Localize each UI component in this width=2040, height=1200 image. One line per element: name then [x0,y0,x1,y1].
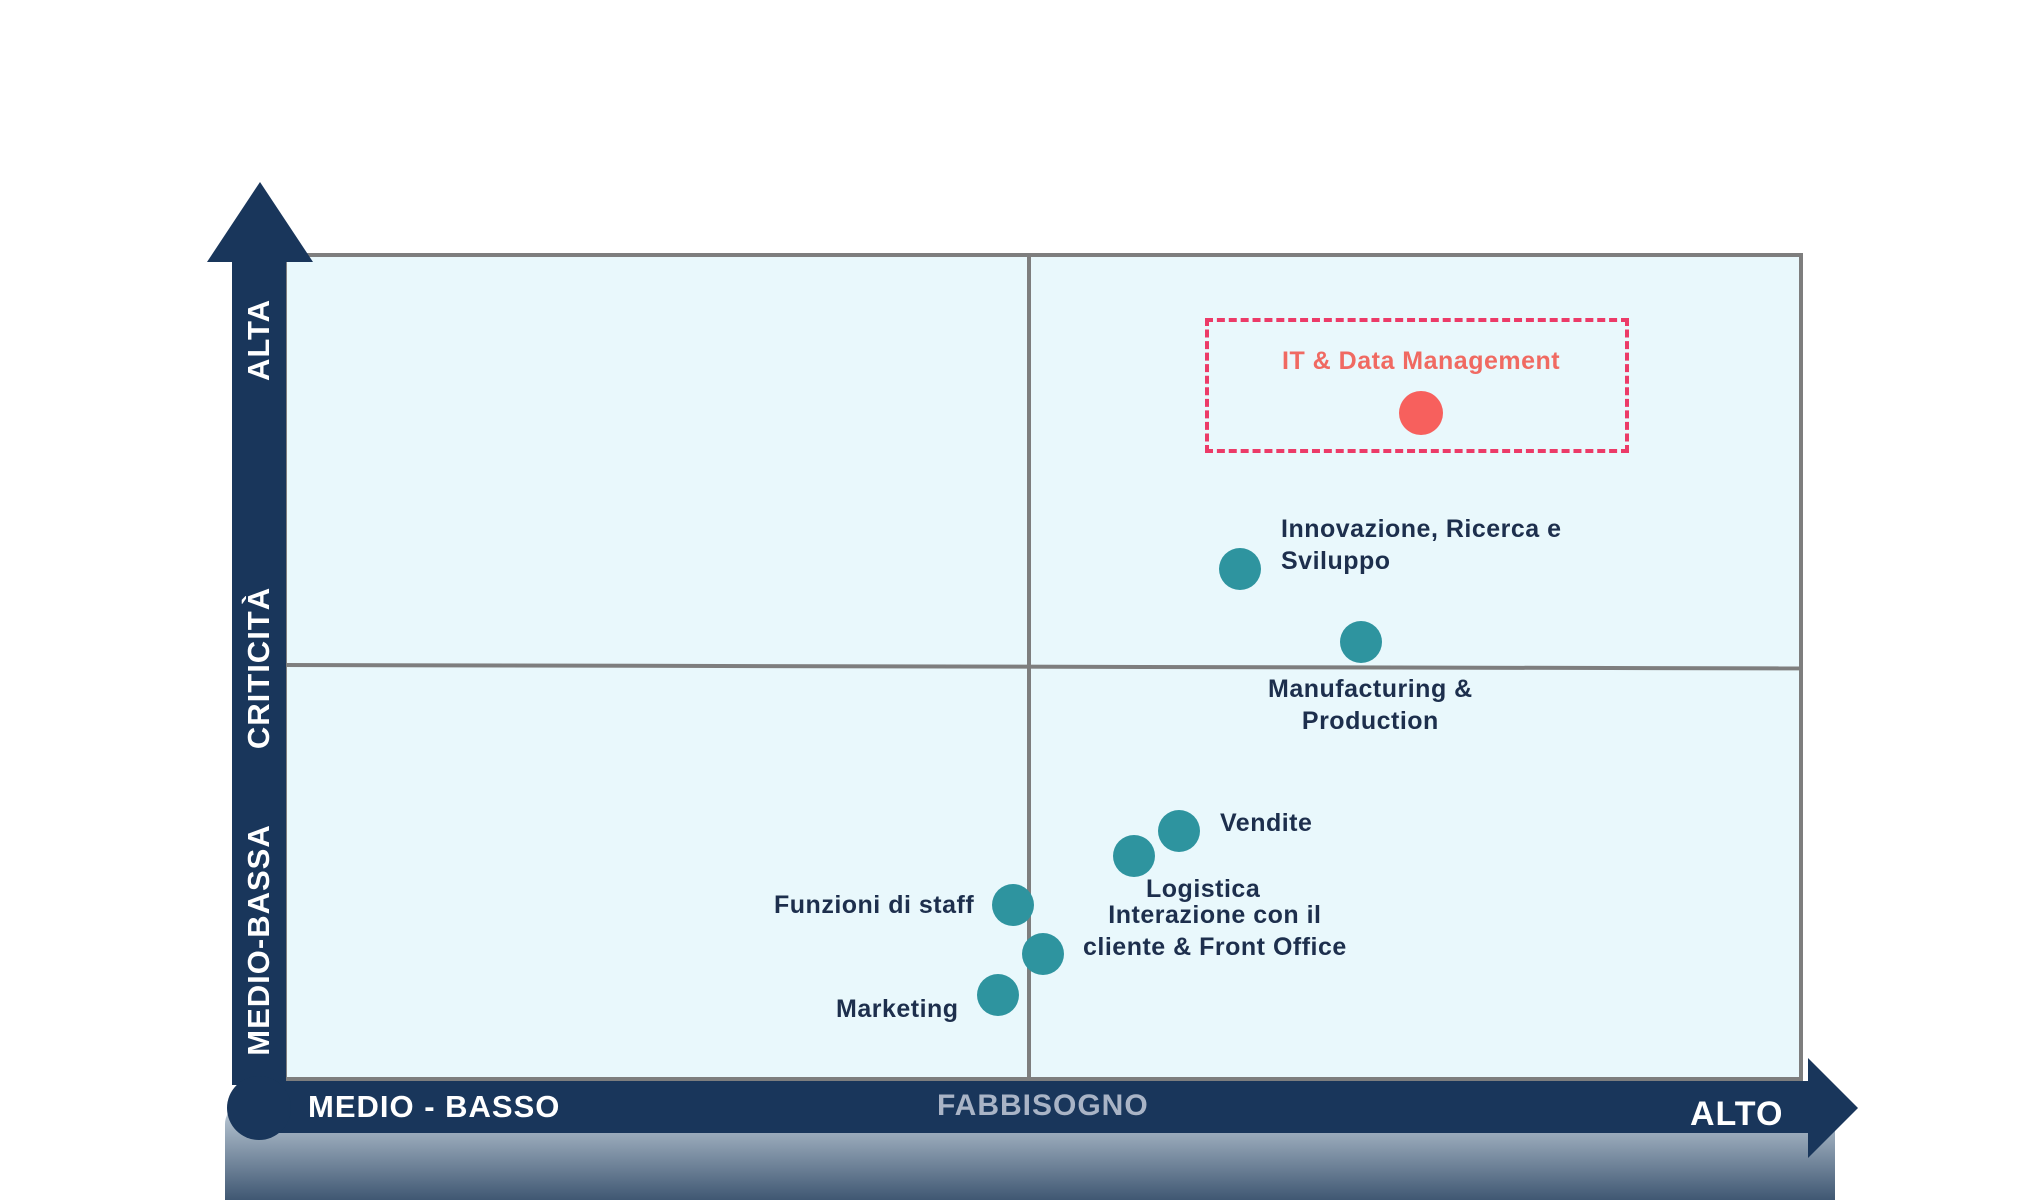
highlight-box [1205,318,1629,453]
y-axis-arrow-icon [207,182,313,262]
data-point-label: Vendite [1220,809,1313,837]
data-point-label: Marketing [836,995,959,1023]
data-point-marketing [976,974,1019,1016]
data-point-label: Manufacturing & Production [1268,675,1473,735]
data-point-innovazione-ricerca-e-sviluppo [1218,547,1261,590]
y-axis-bar [232,255,286,1085]
data-point-vendite [1158,810,1201,852]
x-axis-bar [255,1081,1810,1133]
x-axis-high-label: ALTO [1690,1095,1784,1133]
x-axis-low-label: MEDIO - BASSO [308,1089,561,1124]
data-point-funzioni-di-staff [991,883,1034,926]
axis-origin-dot [227,1076,291,1140]
x-axis-arrow-icon [1808,1058,1858,1158]
data-point-interazione-con-il-cliente-front-office [1022,933,1064,975]
x-axis-title: FABBISOGNO [937,1089,1149,1122]
data-point-manufacturing-production [1339,621,1382,664]
data-point-logistica [1112,834,1155,877]
data-point-label: IT & Data Management [1282,347,1561,375]
data-point-label: Interazione con il cliente & Front Offic… [1083,901,1347,961]
y-axis-low-label: MEDIO-BASSA [241,824,276,1056]
y-axis-high-label: ALTA [241,298,276,382]
data-point-it-data-management [1399,390,1443,435]
data-point-label: Logistica [1146,875,1261,903]
data-point-label: Innovazione, Ricerca e Sviluppo [1281,515,1562,575]
y-axis-title: CRITICITÀ [241,586,276,750]
data-point-label: Funzioni di staff [774,891,975,919]
